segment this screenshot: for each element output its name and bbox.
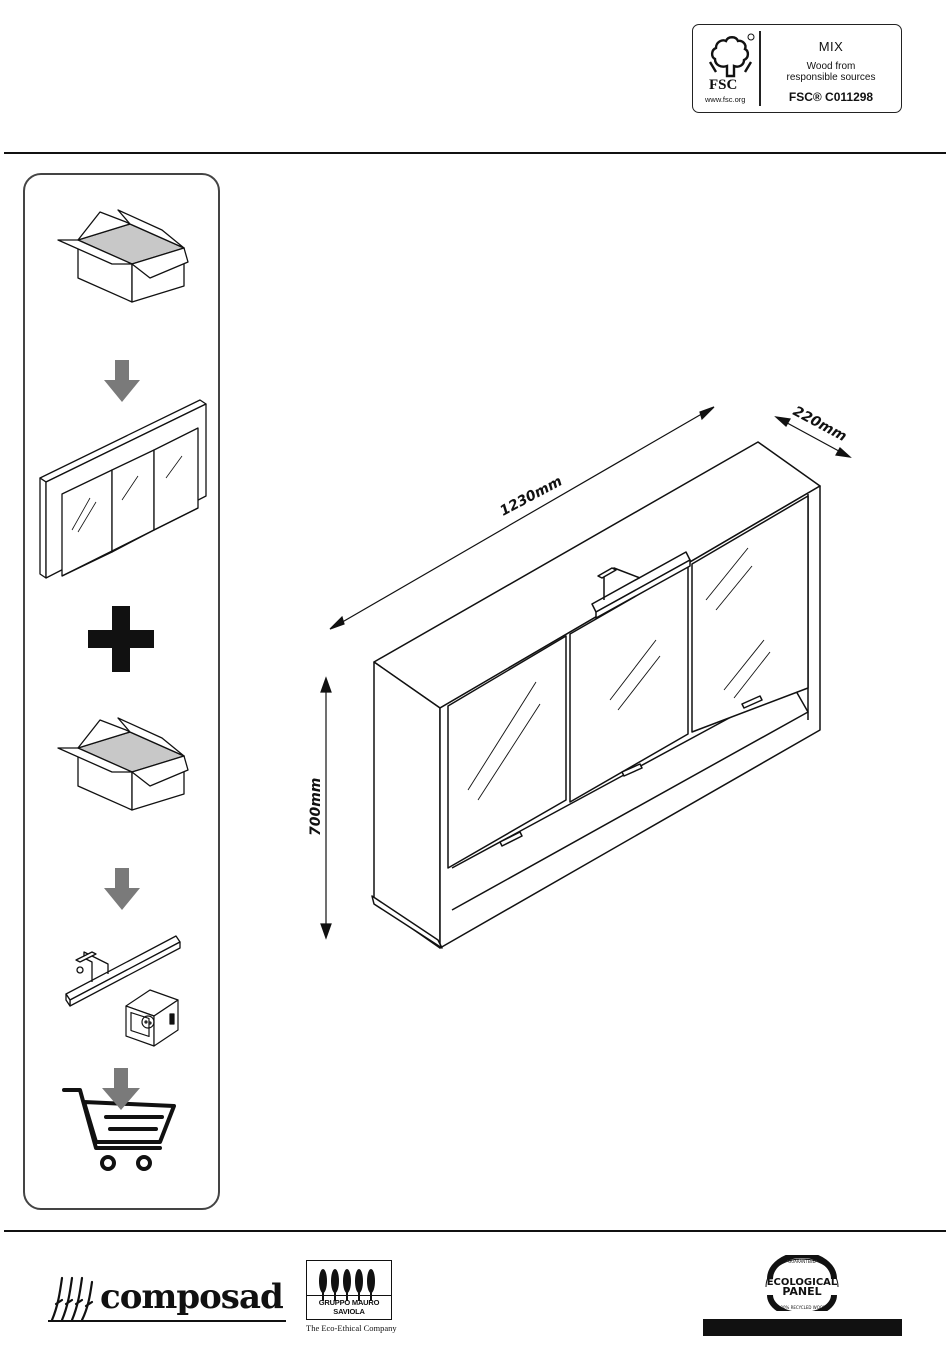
composad-brand: composad [100,1280,283,1314]
eco-badge-bottom: PANEL [782,1285,821,1298]
group-name: GRUPPO MAURO SAVIOLA [307,1295,391,1316]
eco-arc-bottom: 100% RECYCLED WOOD [778,1305,826,1310]
height-dimension-label: 700mm [308,778,324,836]
group-tagline: The Eco-Ethical Company [306,1323,397,1333]
cabinet-drawing [372,442,820,948]
depth-dimension-label: 220mm [790,403,849,445]
footer-black-bar [703,1319,902,1336]
eco-arc-top: GUARANTEED [788,1259,816,1264]
footer-divider [4,1230,946,1232]
mauro-saviola-logo: GRUPPO MAURO SAVIOLA [306,1260,392,1320]
composad-wheat-logo-icon [48,1274,100,1322]
ecological-panel-badge-icon: ECOLOGICAL PANEL GUARANTEED 100% RECYCLE… [760,1255,844,1311]
composad-underline [48,1320,286,1322]
